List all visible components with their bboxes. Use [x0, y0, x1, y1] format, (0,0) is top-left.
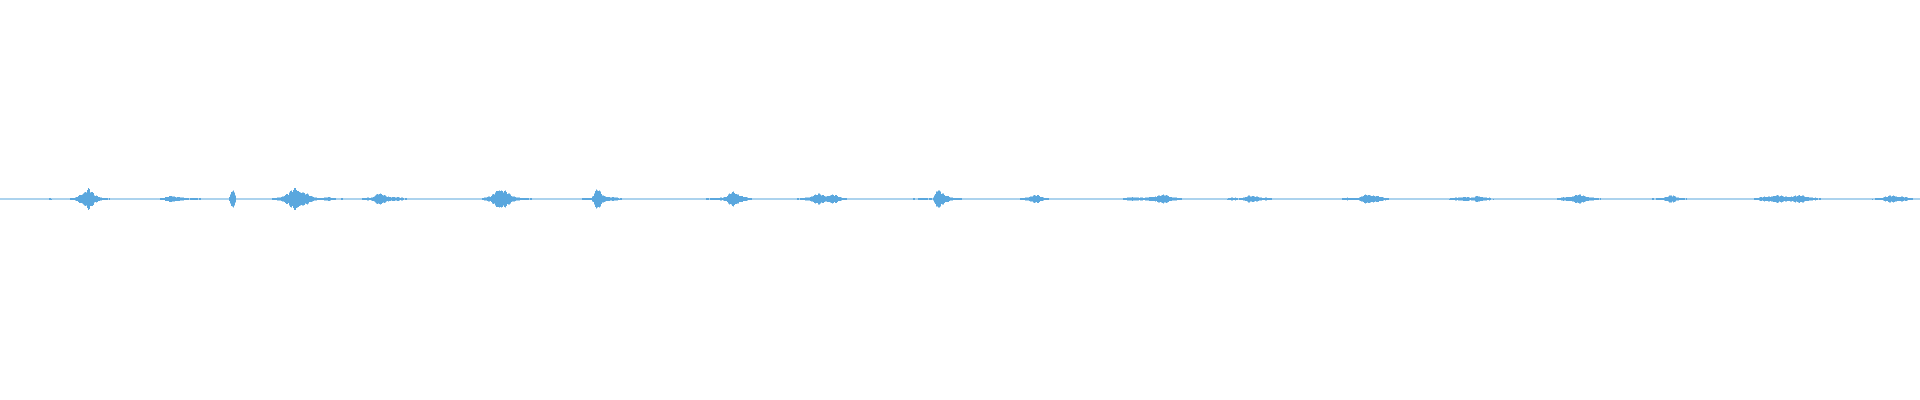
waveform-bars — [0, 187, 1920, 211]
